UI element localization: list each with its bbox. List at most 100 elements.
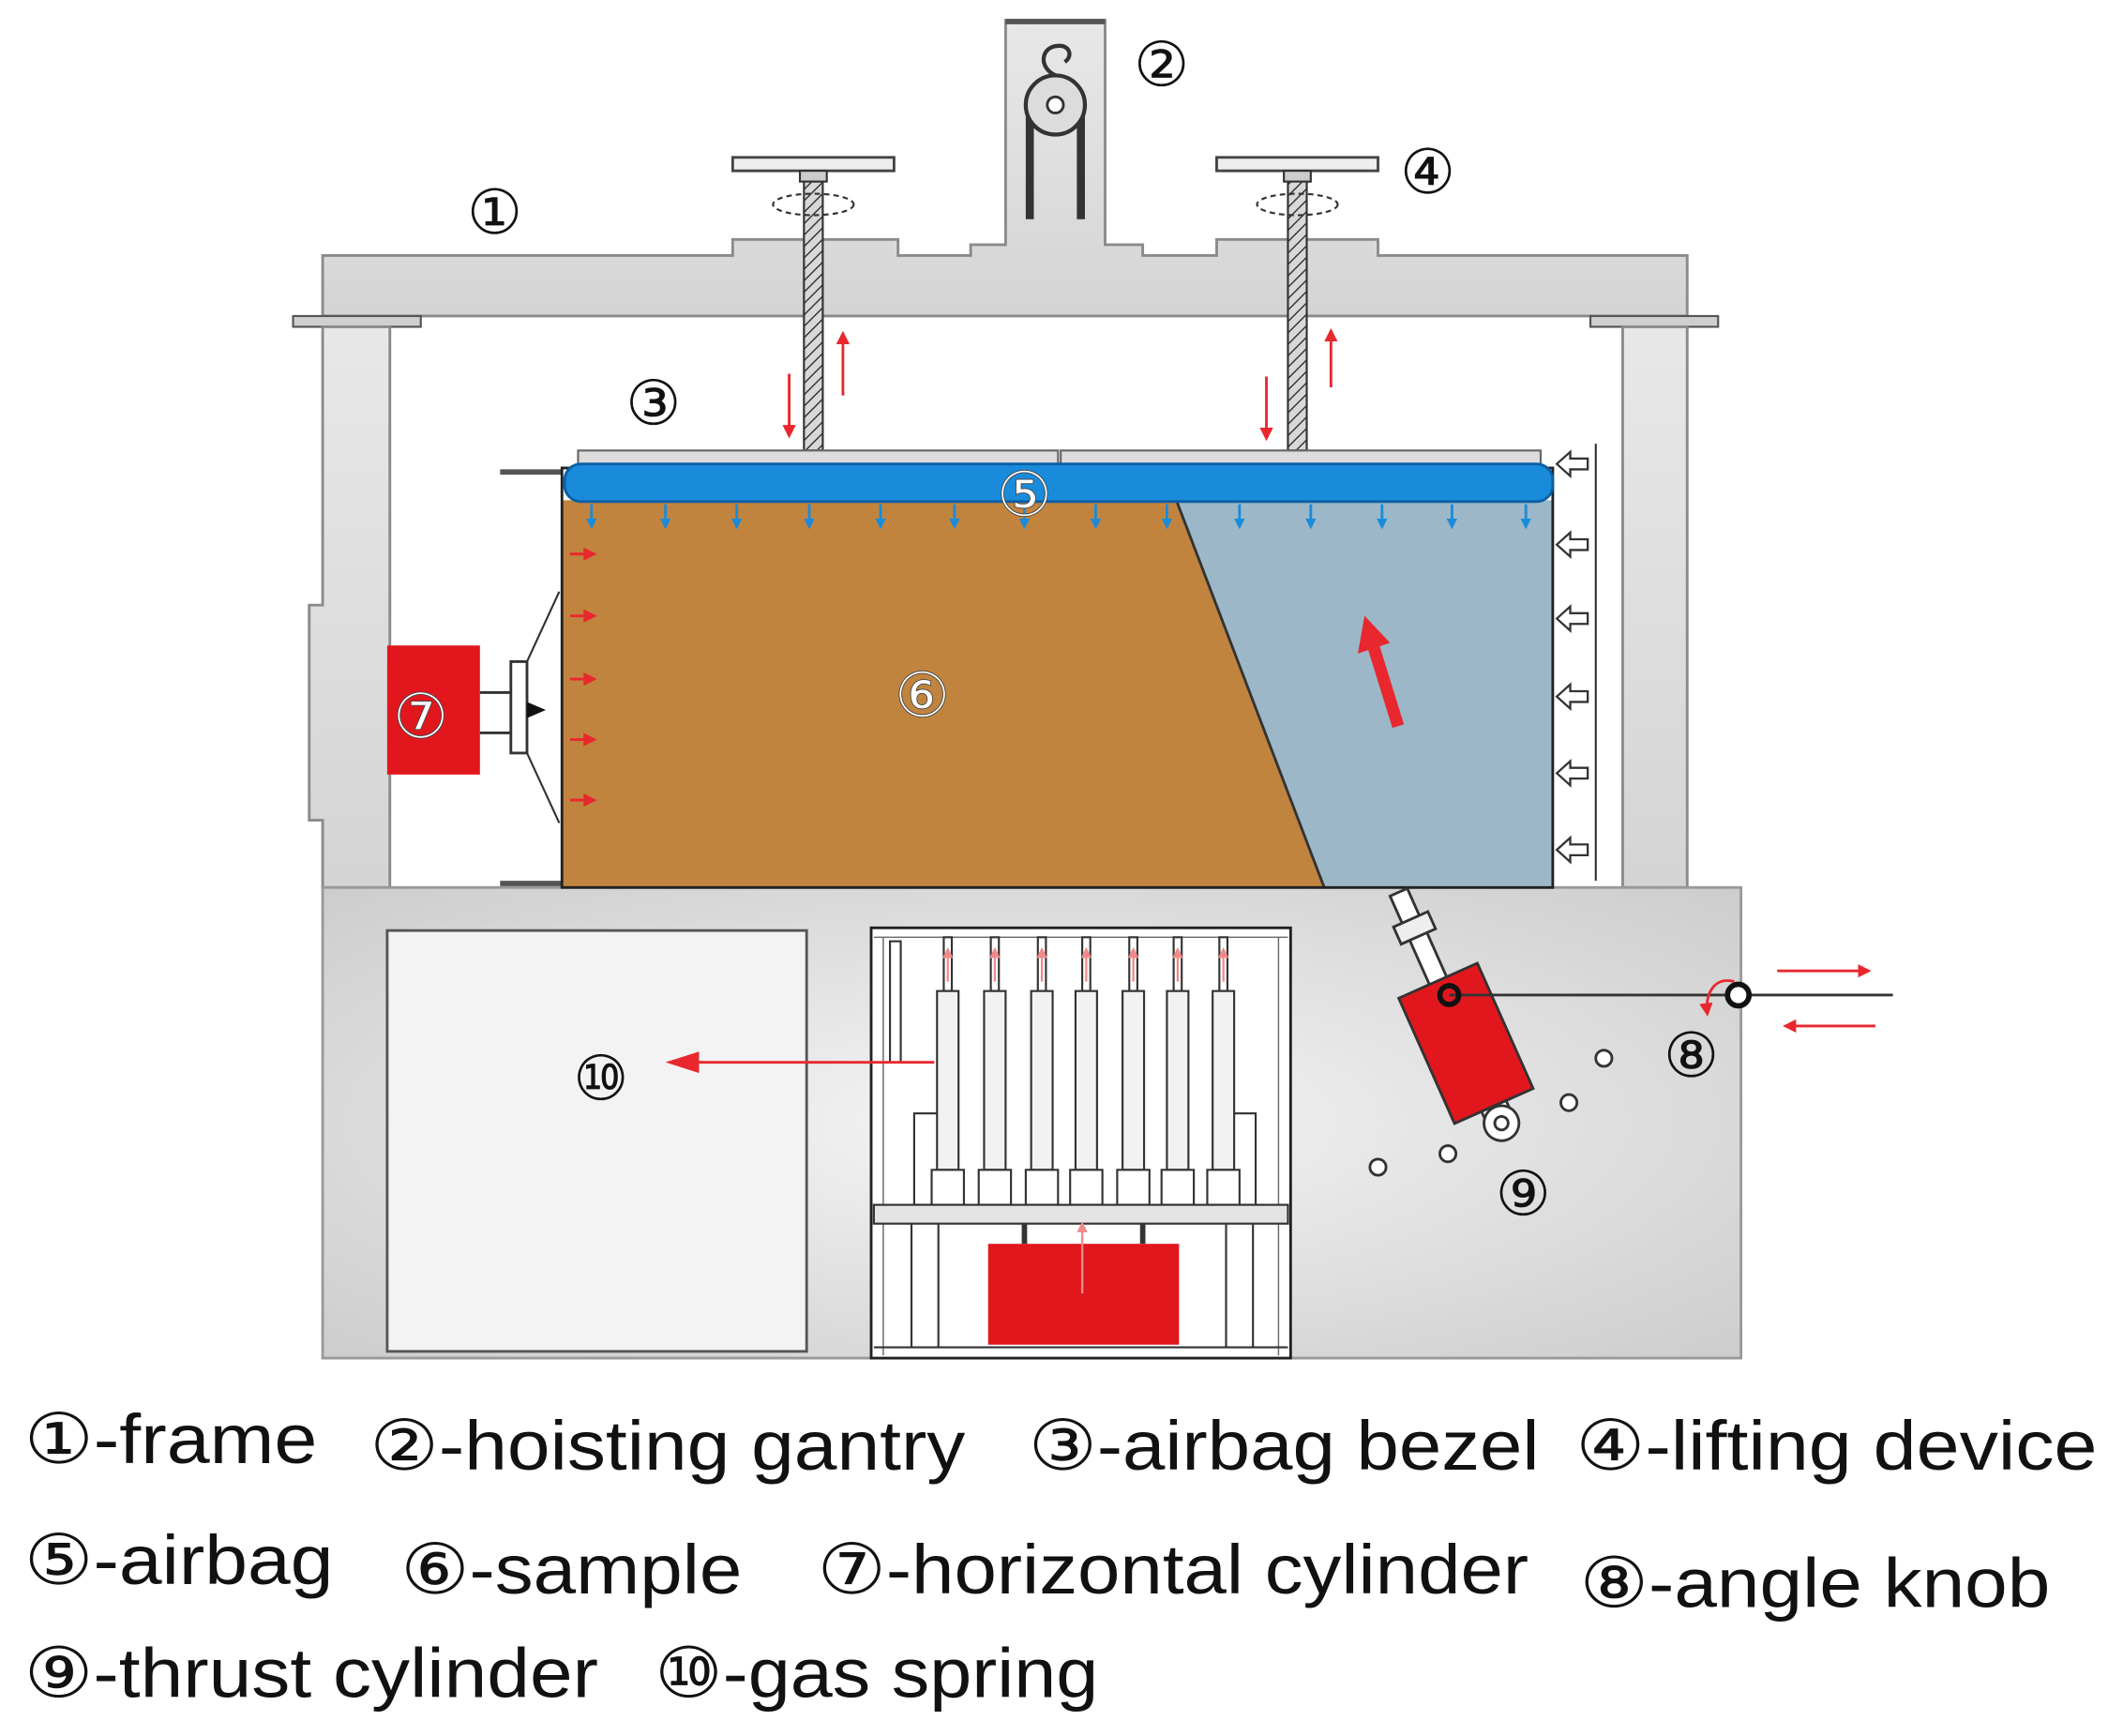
- spring-foot: [930, 1169, 966, 1206]
- sliding-direction-arrow: [1358, 615, 1405, 729]
- hollow-arrow-icon: [1555, 758, 1589, 788]
- hollow-arrow-icon: [1555, 835, 1589, 865]
- frame-top-beam: [321, 19, 1689, 318]
- gantry-rope-right: [1077, 104, 1085, 219]
- gas-spring: [1206, 936, 1241, 1206]
- legend: ①-frame ②-hoisting gantry ③-airbag bezel…: [24, 1400, 2098, 1712]
- angle-hole: [1368, 1157, 1388, 1177]
- rod-collar: [1392, 910, 1438, 946]
- spring-body: [1166, 989, 1190, 1171]
- gas-spring: [1160, 936, 1196, 1206]
- airbag-bezel-right: [1060, 449, 1543, 465]
- hollow-arrow-icon: [1555, 530, 1589, 560]
- spring-body: [983, 989, 1007, 1171]
- load-spread-line-upper: [526, 591, 561, 662]
- hollow-arrow-icon: [1555, 682, 1589, 712]
- spring-foot: [977, 1169, 1013, 1206]
- gas-spring: [1069, 936, 1104, 1206]
- horizontal-cylinder: [386, 591, 561, 823]
- legend-item-horizontal-cylinder: ⑦-horizontal cylinder: [818, 1531, 1528, 1608]
- spring-foot: [1069, 1169, 1104, 1206]
- callout-airbag-bezel: ③: [625, 368, 681, 440]
- cylinder-pivot: [1437, 983, 1462, 1007]
- sliding-arrow-head: [1358, 615, 1391, 654]
- horizontal-cylinder-body: [386, 645, 480, 775]
- spring-body: [936, 989, 960, 1171]
- legend-item-airbag: ⑤-airbag: [24, 1521, 334, 1599]
- lifting-collar: [1283, 170, 1312, 183]
- lifting-collar: [798, 170, 828, 183]
- callout-hoisting-gantry: ②: [1134, 28, 1189, 100]
- load-spread-line-lower: [526, 752, 561, 823]
- gas-spring-assembly: [869, 926, 1292, 1360]
- legend-item-sample: ⑥-sample: [400, 1531, 742, 1608]
- spring-foot: [1206, 1169, 1241, 1206]
- callout-sample: ⑥: [895, 659, 950, 732]
- airbag-pressure-arrows: [586, 504, 1531, 530]
- pin: [1139, 1223, 1146, 1245]
- lifting-screw-rod: [803, 170, 824, 452]
- gas-spring: [1116, 936, 1151, 1206]
- legend-item-angle-knob: ⑧-angle knob: [1580, 1544, 2051, 1622]
- gas-spring: [977, 936, 1013, 1206]
- gas-spring-pointer: [665, 1051, 935, 1074]
- guide-post: [889, 940, 902, 1064]
- lift-actuator: [987, 1244, 1180, 1345]
- pulley-axle: [1046, 95, 1065, 114]
- lifting-handwheel: [730, 156, 896, 173]
- lateral-thrust-arrows: [569, 547, 597, 808]
- thrust-cylinder: [1388, 886, 1535, 1142]
- legend-item-hoisting-gantry: ②-hoisting gantry: [369, 1407, 966, 1485]
- frame-right-column: [1621, 325, 1689, 889]
- water-zone: [1176, 500, 1553, 888]
- angle-holes: [1368, 1049, 1614, 1177]
- hook-icon: [1041, 43, 1072, 78]
- spring-foot: [1024, 1169, 1060, 1206]
- base-left-panel: [385, 928, 808, 1353]
- hollow-arrow-icon: [1555, 449, 1589, 479]
- spring-body: [1030, 989, 1054, 1171]
- gantry-rope-left: [1025, 104, 1034, 219]
- airbag: [563, 462, 1555, 504]
- callout-frame: ①: [467, 176, 522, 249]
- sample-soil: [562, 500, 1325, 888]
- spring-body: [1212, 989, 1236, 1171]
- lifting-screw-rod: [1287, 170, 1308, 452]
- frame-left-column: [308, 325, 392, 889]
- push-arrow-icon: [527, 702, 547, 718]
- hoisting-gantry: [1005, 19, 1106, 219]
- lifting-handwheel: [1215, 156, 1379, 173]
- airbag-bezel-left: [577, 449, 1060, 465]
- sliding-arrow-shaft: [1368, 646, 1405, 729]
- callout-gas-spring: ⑩: [573, 1042, 628, 1114]
- spring-base-plate: [872, 1203, 1289, 1225]
- side-pressure-arrows: [1555, 444, 1597, 882]
- pin: [1021, 1223, 1028, 1245]
- callout-lifting-device: ④: [1400, 136, 1455, 208]
- rotation-arrow-icon: [1256, 192, 1339, 217]
- angle-hole: [1438, 1144, 1458, 1164]
- push-plate: [509, 659, 529, 755]
- legend-item-frame: ①-frame: [24, 1400, 318, 1478]
- rotation-arrow-icon: [772, 192, 855, 217]
- angle-hole: [1594, 1049, 1614, 1068]
- slip-surface: [1175, 499, 1326, 888]
- spring-body: [1122, 989, 1146, 1171]
- legend-item-thrust-cylinder: ⑨-thrust cylinder: [24, 1634, 598, 1712]
- clevis-pin: [1493, 1115, 1510, 1132]
- sample-box: [500, 444, 1597, 889]
- callout-airbag: ⑤: [997, 459, 1052, 531]
- gas-spring: [1024, 936, 1060, 1206]
- spring-foot: [1116, 1169, 1151, 1206]
- callout-thrust-cylinder: ⑨: [1496, 1158, 1551, 1230]
- legend-item-airbag-bezel: ③-airbag bezel: [1029, 1407, 1540, 1485]
- pointer-arrow-head: [665, 1051, 700, 1074]
- spring-body: [1074, 989, 1098, 1171]
- callout-angle-knob: ⑧: [1664, 1019, 1719, 1092]
- legend-item-lifting-device: ④-lifting device: [1575, 1407, 2097, 1485]
- spring-foot: [1160, 1169, 1196, 1206]
- frame: [292, 19, 1720, 889]
- callout-horizontal-cylinder: ⑦: [393, 681, 448, 753]
- callouts: ① ② ③ ④ ⑤ ⑥ ⑦ ⑧ ⑨ ⑩: [393, 28, 1719, 1230]
